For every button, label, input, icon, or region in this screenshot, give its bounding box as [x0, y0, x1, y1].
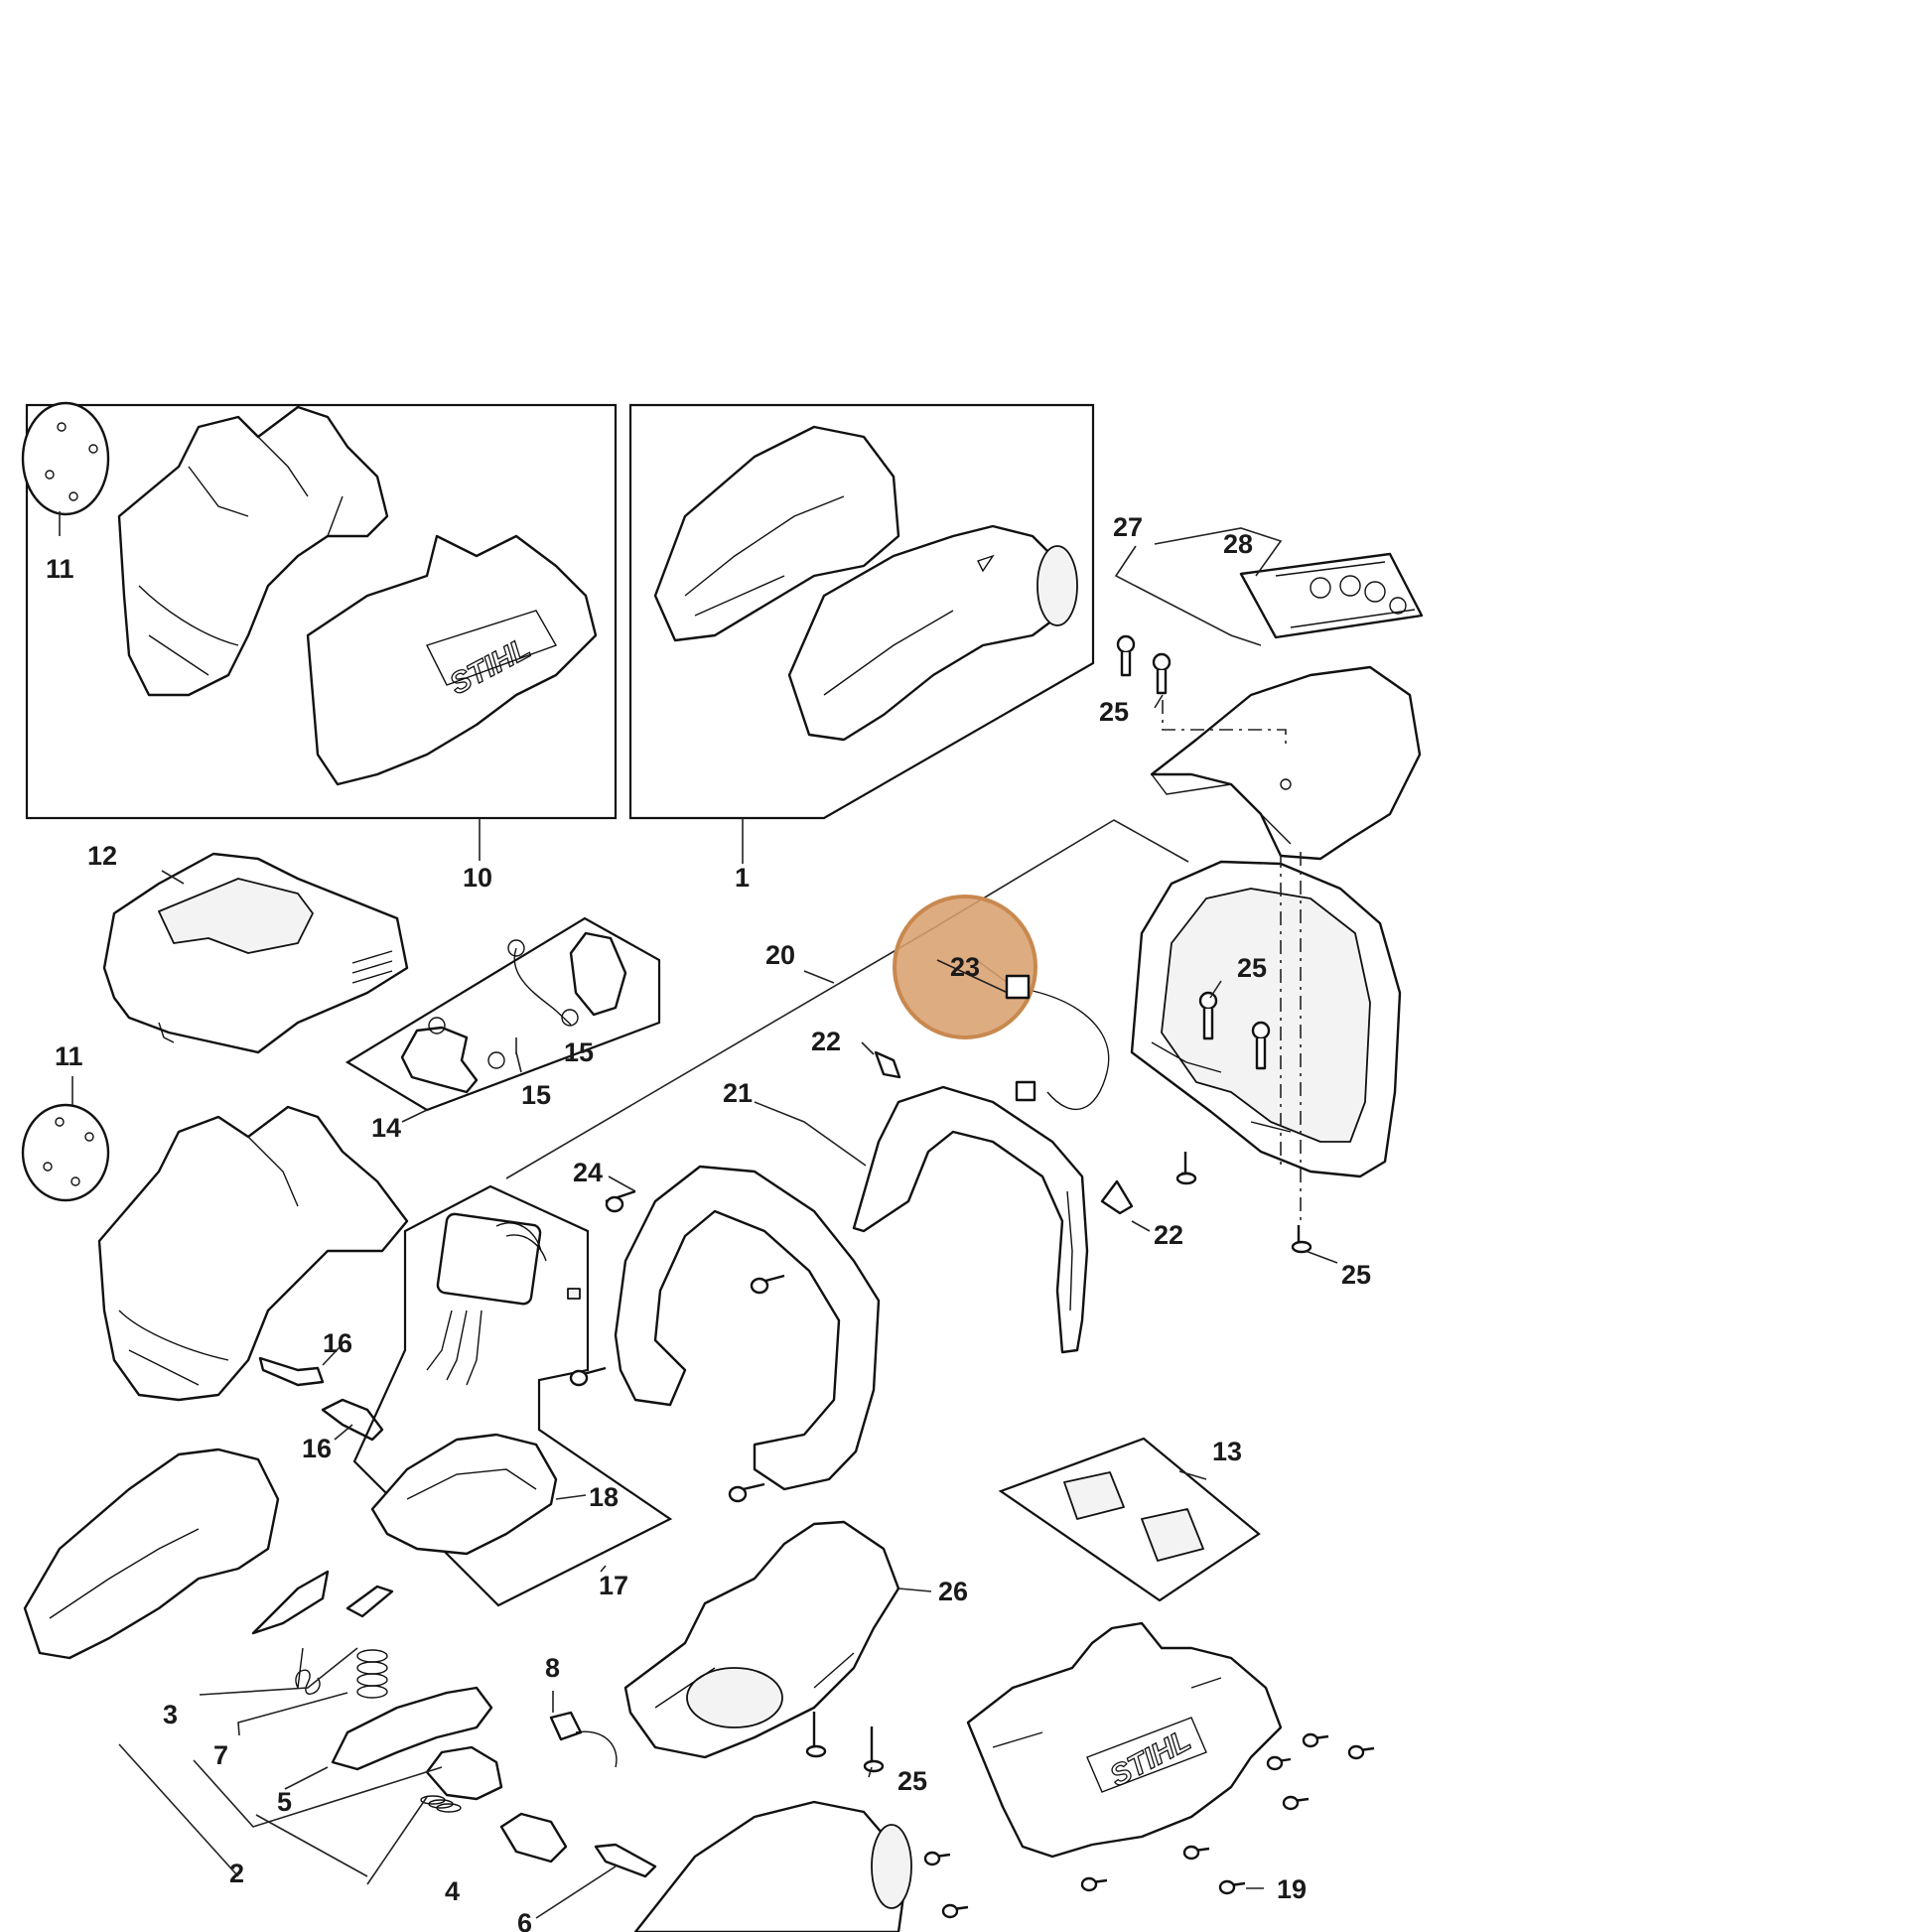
highlight-circle-23 — [893, 895, 1037, 1039]
housing-right-lower: STIHL — [966, 1621, 1283, 1859]
callout-22-lower[interactable]: 22 — [1154, 1220, 1183, 1250]
housing-left-lower — [97, 1105, 409, 1402]
callout-5[interactable]: 5 — [277, 1787, 292, 1817]
assembly-box-14 — [345, 916, 661, 1112]
leader-23 — [936, 959, 1009, 994]
lever-5 — [331, 1686, 493, 1771]
callout-8[interactable]: 8 — [545, 1653, 560, 1683]
spring-4 — [420, 1795, 462, 1813]
callout-11-upper[interactable]: 11 — [46, 554, 74, 584]
spring-3 — [295, 1647, 321, 1695]
callout-16-lower[interactable]: 16 — [302, 1434, 332, 1463]
switch-8 — [549, 1711, 583, 1741]
leader-lines — [59, 511, 1338, 1919]
callout-2[interactable]: 2 — [229, 1859, 244, 1888]
switch-8-wire — [575, 1730, 618, 1768]
callout-14[interactable]: 14 — [371, 1113, 401, 1143]
screws-19 — [923, 1732, 1375, 1919]
callout-1[interactable]: 1 — [735, 863, 750, 893]
callout-15-lower[interactable]: 15 — [521, 1080, 551, 1110]
callout-22-upper[interactable]: 22 — [811, 1027, 841, 1056]
part-16-upper — [258, 1356, 325, 1387]
clip-22-upper — [874, 1050, 901, 1079]
trigger-4 — [425, 1745, 503, 1801]
screws-25-top — [1116, 634, 1172, 695]
top-cover-part — [1150, 665, 1422, 861]
handle-loop-24 — [569, 1165, 881, 1503]
callout-12[interactable]: 12 — [87, 841, 117, 871]
assembly-box-10: STIHL — [21, 401, 618, 820]
callout-3[interactable]: 3 — [163, 1700, 178, 1729]
part-6 — [594, 1843, 657, 1878]
axis-line-1 — [1162, 700, 1287, 750]
callout-7[interactable]: 7 — [213, 1740, 228, 1770]
assembly-box-1 — [628, 403, 1095, 820]
callout-28[interactable]: 28 — [1223, 529, 1253, 559]
handle-frame — [1130, 860, 1402, 1254]
cover-12 — [102, 852, 409, 1054]
callout-27[interactable]: 27 — [1113, 512, 1143, 542]
wire-23 — [1032, 990, 1110, 1111]
assembly-box-13 — [998, 1437, 1261, 1602]
callout-23[interactable]: 23 — [950, 952, 980, 982]
callout-24[interactable]: 24 — [573, 1158, 603, 1187]
leader-frame-20 — [505, 819, 1189, 1179]
clip-22-lower — [1100, 1179, 1134, 1215]
callout-21[interactable]: 21 — [723, 1078, 753, 1108]
callout-15-upper[interactable]: 15 — [564, 1037, 594, 1067]
callout-13[interactable]: 13 — [1212, 1437, 1242, 1466]
callout-6[interactable]: 6 — [517, 1908, 532, 1932]
label-28 — [1239, 552, 1424, 639]
callout-26[interactable]: 26 — [938, 1577, 968, 1606]
callout-20[interactable]: 20 — [765, 940, 795, 970]
handle-half-lower — [23, 1448, 394, 1660]
connector-23-top — [1005, 974, 1031, 1000]
part-4-body — [499, 1812, 568, 1863]
callout-labels: 11 10 1 27 28 25 12 20 23 25 15 15 22 11… — [46, 512, 1371, 1932]
callout-10[interactable]: 10 — [463, 863, 492, 893]
callout-25-frame[interactable]: 25 — [1237, 953, 1267, 983]
base-plate-26 — [623, 1520, 900, 1773]
callout-4[interactable]: 4 — [445, 1876, 460, 1906]
handle-bar-21 — [852, 1085, 1089, 1354]
callout-25-top[interactable]: 25 — [1099, 697, 1129, 727]
callout-17[interactable]: 17 — [599, 1571, 628, 1600]
handle-half-bottom — [633, 1800, 912, 1932]
gasket-11-lower — [21, 1103, 110, 1202]
callout-18[interactable]: 18 — [589, 1482, 619, 1512]
part-16-lower — [321, 1398, 384, 1442]
callout-25-frame-bottom[interactable]: 25 — [1341, 1260, 1371, 1290]
spring-7 — [356, 1649, 388, 1699]
connector-23 — [1015, 1080, 1036, 1102]
callout-11-lower[interactable]: 11 — [55, 1041, 83, 1071]
callout-25-bottom[interactable]: 25 — [897, 1766, 927, 1796]
assembly-box-17 — [352, 1184, 673, 1607]
callout-16-upper[interactable]: 16 — [323, 1328, 352, 1358]
callout-19[interactable]: 19 — [1277, 1874, 1307, 1904]
